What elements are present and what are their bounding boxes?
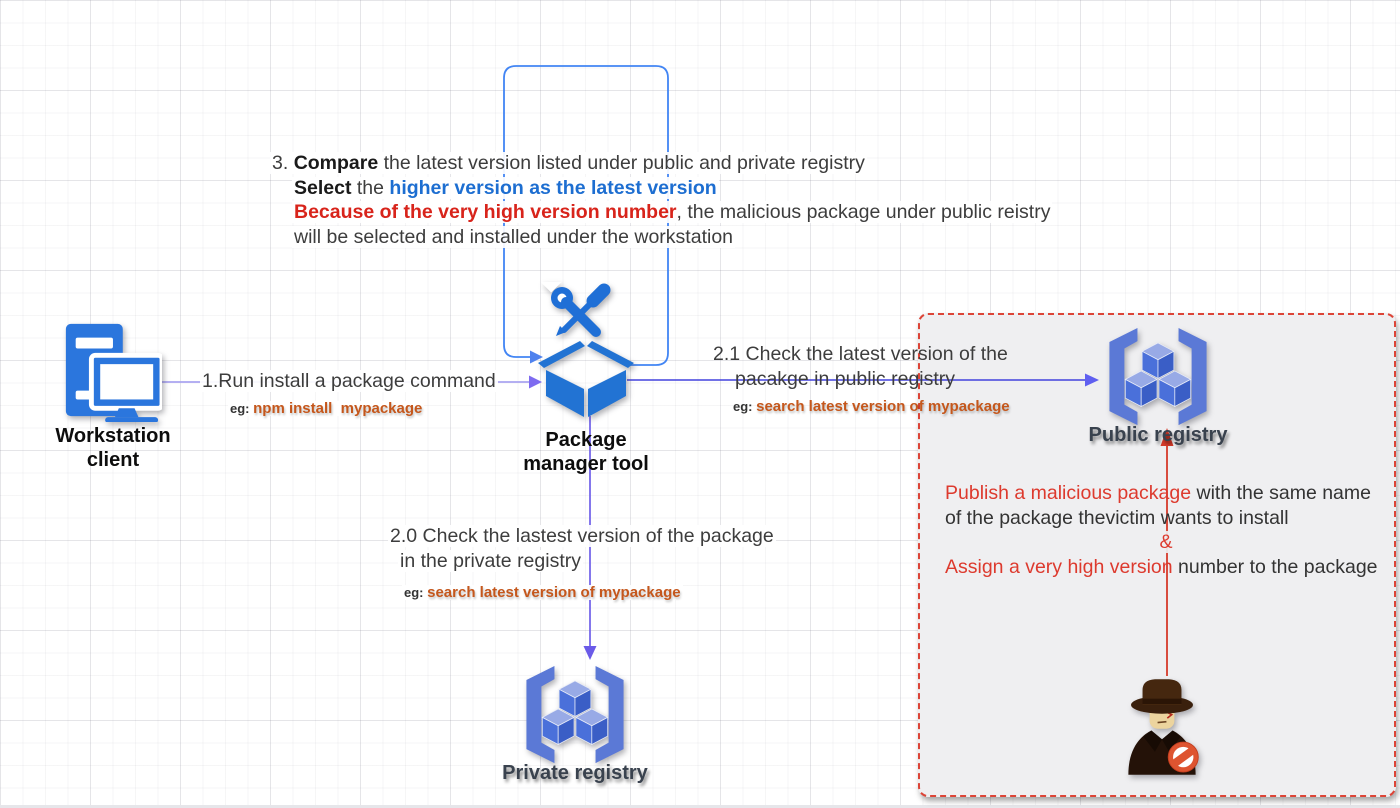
arrow-compare-loop	[503, 65, 669, 366]
package-manager-icon	[538, 282, 634, 417]
step3-note: 3. Compare the latest version listed und…	[270, 151, 1053, 249]
package-box-icon	[538, 341, 634, 417]
step1-note: 1.Run install a package command eg: npm …	[200, 369, 498, 421]
step3-line2: Select the higher version as the latest …	[292, 176, 719, 199]
private-registry-icon	[526, 666, 624, 764]
public-registry-label: Public registry	[1088, 424, 1228, 446]
bottom-edge-strip	[0, 805, 1400, 808]
attack-note-line2: of the package thevictim wants to instal…	[945, 506, 1289, 529]
step21-example: eg: search latest version of mypackage	[733, 398, 1010, 415]
attack-note-amp: &	[1157, 531, 1175, 553]
workstation-label: Workstation client	[55, 425, 171, 471]
arrow-check-public	[627, 373, 1099, 387]
private-registry-label: Private registry	[502, 762, 648, 784]
package-manager-label: Package manager tool	[523, 429, 649, 475]
step20-line1: 2.0 Check the lastest version of the pac…	[388, 525, 776, 547]
hacker-icon	[1128, 679, 1199, 775]
step20-note: 2.0 Check the lastest version of the pac…	[388, 524, 776, 606]
prohibition-icon	[1167, 741, 1199, 773]
step3-line3: Because of the very high version number,…	[292, 201, 1053, 223]
step1-example: eg: npm install mypackage	[228, 399, 425, 417]
step20-example: eg: search latest version of mypackage	[402, 584, 683, 601]
step21-note: 2.1 Check the latest version of the paca…	[713, 342, 1010, 420]
public-registry-icon	[1109, 328, 1207, 426]
step21-line2: pacakge in public registry	[735, 367, 956, 390]
step1-text: 1.Run install a package command	[200, 370, 498, 392]
attack-note-line1: Publish a malicious package with the sam…	[945, 482, 1371, 504]
arrow-publish-malicious	[1160, 428, 1174, 676]
workstation-icon	[65, 323, 162, 422]
step21-line1: 2.1 Check the latest version of the	[713, 343, 1008, 365]
attack-note: Publish a malicious package with the sam…	[945, 481, 1387, 579]
step3-line1: 3. Compare the latest version listed und…	[270, 152, 867, 174]
step3-line4: will be selected and installed under the…	[292, 225, 736, 248]
step20-line2: in the private registry	[398, 549, 583, 572]
tools-icon	[541, 282, 611, 337]
attack-note-line3: Assign a very high version number to the…	[945, 555, 1378, 578]
